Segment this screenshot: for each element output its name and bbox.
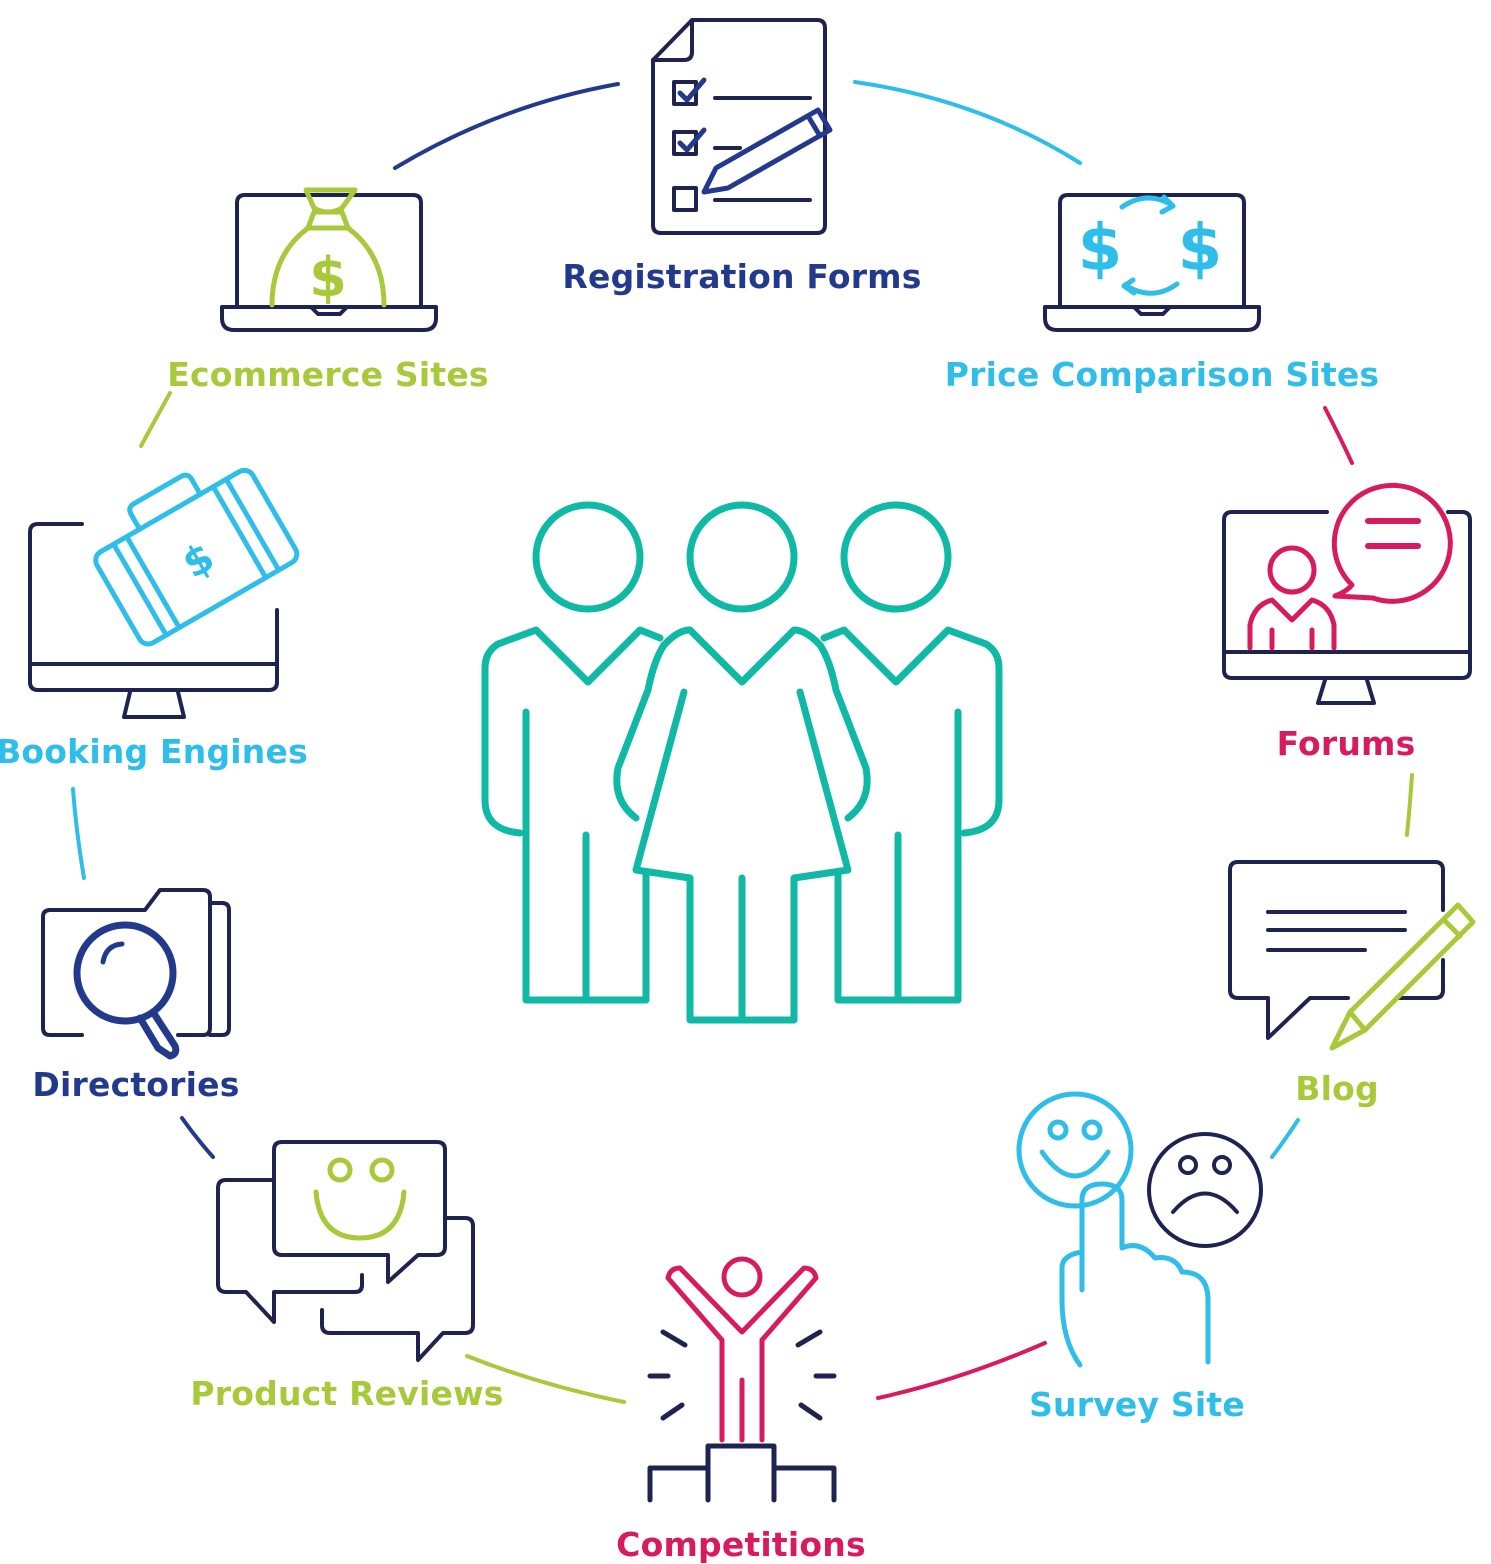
label-survey-site: Survey Site: [1029, 1385, 1245, 1424]
winner-podium-icon: [647, 1256, 837, 1503]
checklist-form-icon: [651, 18, 833, 235]
arc-price-forums: [1323, 406, 1354, 465]
group-of-people-icon: [481, 501, 1003, 1024]
label-directories: Directories: [32, 1065, 240, 1104]
arc-blog-survey: [1270, 1118, 1300, 1159]
label-ecommerce-sites: Ecommerce Sites: [167, 355, 489, 394]
svg-text:$: $: [1178, 212, 1223, 286]
speech-bubble-pencil-icon: [1228, 860, 1476, 1051]
arc-booking-ecommerce: [139, 391, 172, 448]
chat-bubbles-smile-icon: [216, 1140, 475, 1362]
svg-text:$: $: [1078, 212, 1123, 286]
laptop-money-bag-icon: $: [220, 187, 438, 332]
laptop-currency-exchange-icon: $ $: [1043, 193, 1261, 332]
arc-reviews-directories: [180, 1116, 215, 1159]
arc-registration-price: [853, 80, 1082, 165]
label-blog: Blog: [1295, 1069, 1379, 1108]
arc-directories-booking: [71, 787, 86, 880]
arc-survey-competitions: [876, 1341, 1047, 1400]
monitor-chat-icon: [1222, 482, 1472, 705]
label-competitions: Competitions: [616, 1525, 866, 1564]
arc-competitions-reviews: [465, 1354, 626, 1404]
svg-text:$: $: [175, 534, 222, 588]
arc-forums-blog: [1405, 773, 1414, 837]
label-registration-forms: Registration Forms: [562, 257, 922, 296]
label-price-comparison-sites: Price Comparison Sites: [944, 355, 1380, 394]
folder-magnifier-icon: [41, 888, 231, 1060]
label-product-reviews: Product Reviews: [190, 1374, 504, 1413]
svg-text:$: $: [309, 246, 347, 309]
happy-sad-faces-icon: [1016, 1091, 1263, 1368]
label-booking-engines: Booking Engines: [0, 732, 308, 771]
monitor-suitcase-icon: $: [28, 467, 300, 719]
arc-ecommerce-registration: [393, 82, 620, 170]
label-forums: Forums: [1276, 724, 1416, 763]
connector-arcs: [71, 80, 1414, 1404]
